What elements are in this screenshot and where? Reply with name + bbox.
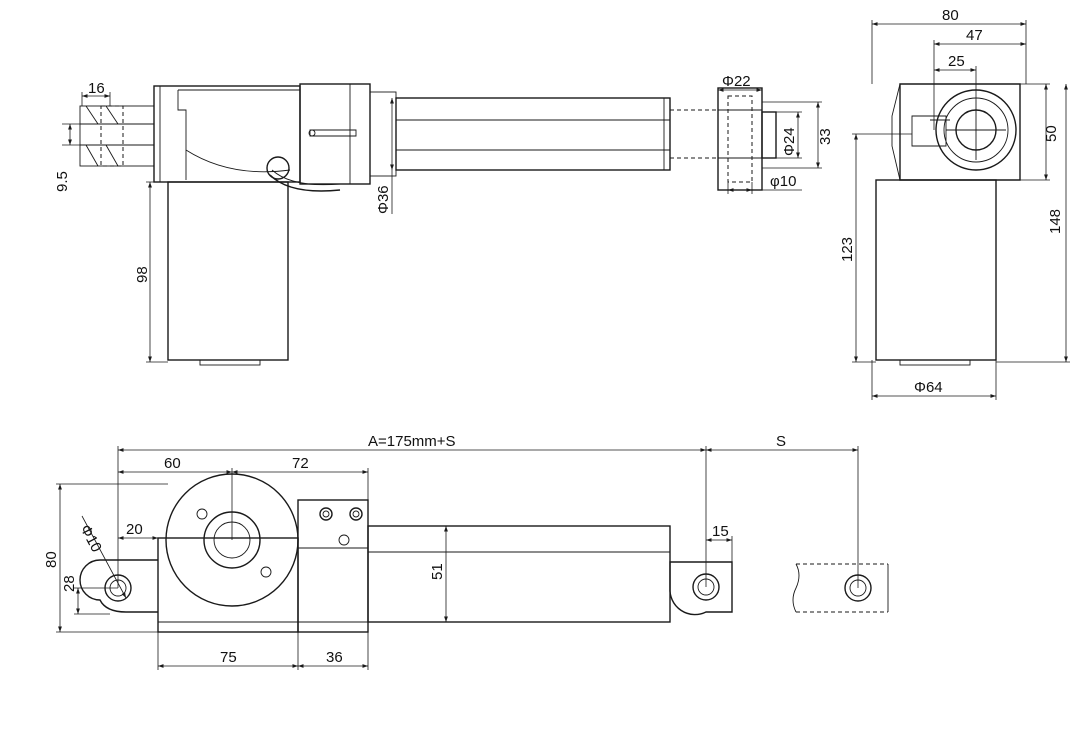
end-view-dimensions: 80 47 25 50 123 148 Φ64 — [839, 7, 1070, 400]
rod-extension — [670, 109, 718, 159]
power-cable — [266, 156, 341, 192]
dim-phi-64: Φ64 — [914, 379, 943, 396]
dim-148: 148 — [1047, 209, 1064, 234]
dim-a-length: A=175mm+S — [368, 433, 456, 450]
dim-phi-24: Φ24 — [781, 127, 798, 156]
motor-body — [167, 181, 289, 366]
top-front-block — [297, 499, 369, 633]
dim-28: 28 — [61, 575, 78, 592]
dim-72: 72 — [292, 455, 309, 472]
dim-9-5: 9.5 — [54, 171, 71, 192]
gearbox-housing — [153, 85, 301, 183]
top-extended-rod-end — [792, 563, 889, 613]
top-view-dimensions: A=175mm+S S 60 72 20 Φ10 80 28 51 — [43, 433, 859, 670]
dim-80-top: 80 — [942, 7, 959, 24]
outer-tube — [395, 97, 671, 171]
top-tube — [367, 525, 671, 623]
dim-75: 75 — [220, 649, 237, 666]
dim-50: 50 — [1043, 125, 1060, 142]
dim-phi-36: Φ36 — [375, 185, 392, 214]
dim-16: 16 — [88, 80, 105, 97]
front-housing — [299, 83, 397, 185]
side-view-dimensions: 16 9.5 98 Φ36 Φ22 Φ24 33 φ10 — [54, 73, 834, 363]
dim-20: 20 — [126, 521, 143, 538]
end-view-rod-socket — [911, 89, 1017, 171]
dim-60: 60 — [164, 455, 181, 472]
dim-33: 33 — [817, 128, 834, 145]
end-view — [875, 83, 1021, 366]
dim-80-left: 80 — [43, 551, 60, 568]
top-rear-clevis — [79, 559, 158, 613]
top-front-rod-end — [669, 561, 733, 616]
dim-47: 47 — [966, 27, 983, 44]
dim-98: 98 — [134, 266, 151, 283]
dim-123: 123 — [839, 237, 856, 262]
dim-phi-22: Φ22 — [722, 73, 751, 90]
dim-25: 25 — [948, 53, 965, 70]
top-gearbox — [157, 473, 368, 633]
dim-phi-10-side: φ10 — [770, 173, 796, 190]
end-view-housing — [875, 83, 1021, 366]
rear-clevis — [79, 105, 155, 167]
dim-51: 51 — [429, 563, 446, 580]
dim-15: 15 — [712, 523, 729, 540]
dim-stroke-s: S — [776, 433, 786, 450]
front-rod-end — [717, 87, 777, 191]
side-view — [79, 83, 777, 366]
dim-36: 36 — [326, 649, 343, 666]
top-view — [79, 473, 889, 633]
